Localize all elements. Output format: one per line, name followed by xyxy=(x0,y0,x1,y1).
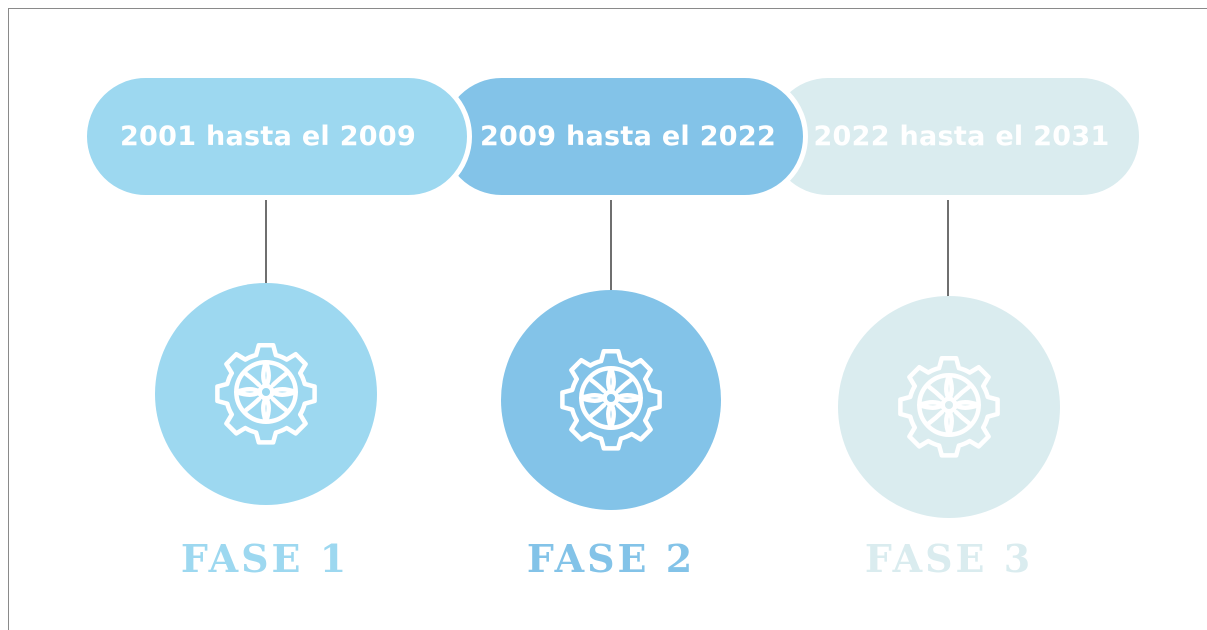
phase-label-2: FASE 2 xyxy=(526,536,696,581)
period-label-2: 2009 hasta el 2022 xyxy=(479,121,777,152)
period-pill-3: 2022 hasta el 2031 xyxy=(770,78,1139,195)
phase-label-3: FASE 3 xyxy=(864,536,1034,581)
period-pill-1: 2001 hasta el 2009 xyxy=(82,73,472,200)
phase-circle-1 xyxy=(155,283,377,505)
connector-line-2 xyxy=(610,200,612,292)
gear-icon xyxy=(212,338,320,451)
phase-circle-3 xyxy=(838,296,1060,518)
period-label-3: 2022 hasta el 2031 xyxy=(813,121,1110,152)
phase-label-1: FASE 1 xyxy=(180,536,350,581)
period-pill-2: 2009 hasta el 2022 xyxy=(438,73,808,200)
phase-circle-2 xyxy=(501,290,721,510)
connector-line-1 xyxy=(265,200,267,285)
connector-line-3 xyxy=(947,200,949,297)
period-label-1: 2001 hasta el 2009 xyxy=(119,121,417,152)
gear-icon xyxy=(895,351,1003,464)
gear-icon xyxy=(557,344,665,457)
